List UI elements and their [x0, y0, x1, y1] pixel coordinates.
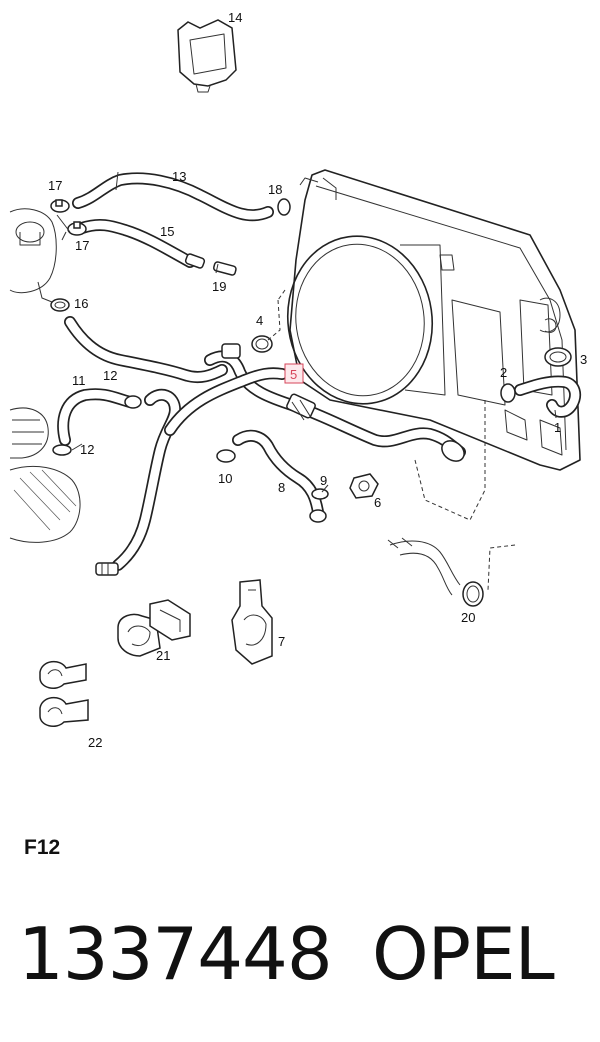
callout-labels: 14 13 17 18 15 17 19 16 4 5 3 2 12 11 1 … — [48, 10, 587, 750]
callout-10: 10 — [218, 471, 232, 486]
callout-9: 9 — [320, 473, 327, 488]
callout-17a: 17 — [48, 178, 62, 193]
callout-18: 18 — [268, 182, 282, 197]
section-code: F12 — [24, 836, 61, 859]
callout-5[interactable]: 5 — [290, 367, 297, 382]
callout-3: 3 — [580, 352, 587, 367]
hose-11 — [52, 367, 288, 576]
callout-14: 14 — [228, 10, 242, 25]
hose-5 — [204, 343, 466, 462]
callout-15: 15 — [160, 224, 174, 239]
parts-diagram: 14 13 17 18 15 17 19 16 4 5 3 2 12 11 1 … — [9, 10, 587, 750]
callout-12a: 12 — [103, 368, 117, 383]
radiator-assembly — [286, 169, 581, 471]
hose-13 — [72, 171, 274, 222]
hose-16 — [64, 316, 228, 384]
expansion-tank — [9, 208, 57, 303]
fitting-19 — [213, 261, 237, 276]
bracket-6 — [349, 473, 379, 499]
hose-8 — [216, 429, 329, 523]
callout-21: 21 — [156, 648, 170, 663]
clamps-group — [50, 198, 291, 353]
callout-5-highlight-box — [284, 363, 304, 384]
hose-15 — [76, 218, 206, 269]
engine-fragment — [9, 407, 81, 543]
clip-14 — [177, 19, 237, 93]
callout-19: 19 — [212, 279, 226, 294]
pipe-20 — [387, 537, 484, 607]
callout-20: 20 — [461, 610, 475, 625]
callout-1: 1 — [554, 420, 561, 435]
part-number: 1337448 — [18, 912, 333, 996]
clip-21 — [117, 599, 191, 657]
brand-name: OPEL — [372, 912, 555, 996]
callout-4: 4 — [256, 313, 263, 328]
clip-22 — [39, 660, 89, 727]
callout-7: 7 — [278, 634, 285, 649]
clip-7 — [231, 579, 273, 665]
leader-lines — [56, 214, 557, 591]
callout-11: 11 — [72, 373, 86, 388]
callout-8: 8 — [278, 480, 285, 495]
callout-12b: 12 — [80, 442, 94, 457]
callout-6: 6 — [374, 495, 381, 510]
callout-13: 13 — [172, 169, 186, 184]
callout-17b: 17 — [75, 238, 89, 253]
hose-1 — [500, 347, 582, 418]
callout-16: 16 — [74, 296, 88, 311]
callout-2: 2 — [500, 365, 507, 380]
callout-22: 22 — [88, 735, 102, 750]
